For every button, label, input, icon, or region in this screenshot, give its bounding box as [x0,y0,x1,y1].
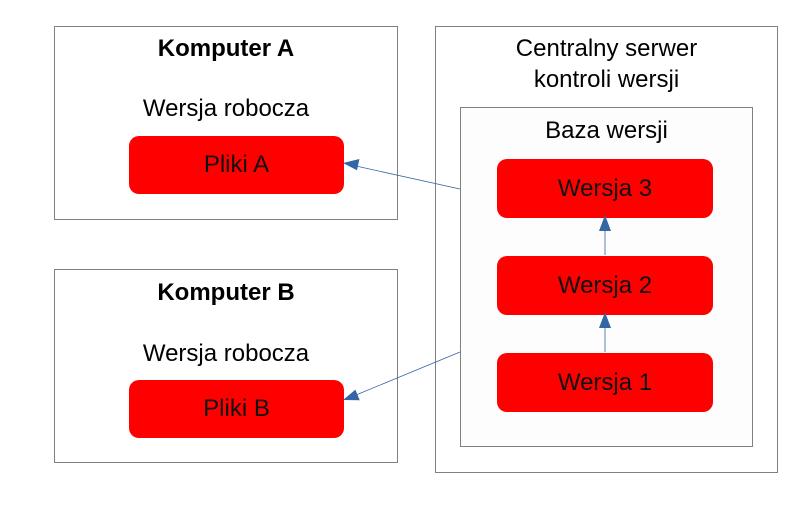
computer-a-working-copy-label: Wersja robocza [142,95,310,122]
central-server-box: Centralny serwer kontroli wersji Baza we… [435,26,778,473]
computer-b-box: Komputer B Wersja robocza Pliki B [54,269,398,463]
version-3-block: Wersja 3 [497,159,713,218]
computer-a-files-block: Pliki A [129,136,344,194]
arrow-version-2-to-version-3 [599,215,611,255]
central-server-title-line1: Centralny serwer [515,35,698,62]
version-repository-title: Baza wersji [545,117,668,144]
computer-b-title: Komputer B [157,279,295,306]
version-2-block: Wersja 2 [497,256,713,315]
arrow-version-1-to-version-2 [599,312,611,352]
computer-a-title: Komputer A [157,35,295,62]
computer-b-files-block: Pliki B [129,380,344,438]
arrow-repository-to-computer-a [343,159,461,190]
central-server-title-line2: kontroli wersji [533,66,680,93]
version-1-block: Wersja 1 [497,353,713,412]
arrow-repository-to-computer-b [343,351,461,401]
computer-b-working-copy-label: Wersja robocza [142,340,310,367]
version-repository-box: Baza wersji Wersja 3 Wersja 2 Wersja 1 [460,107,753,447]
computer-a-box: Komputer A Wersja robocza Pliki A [54,26,398,220]
